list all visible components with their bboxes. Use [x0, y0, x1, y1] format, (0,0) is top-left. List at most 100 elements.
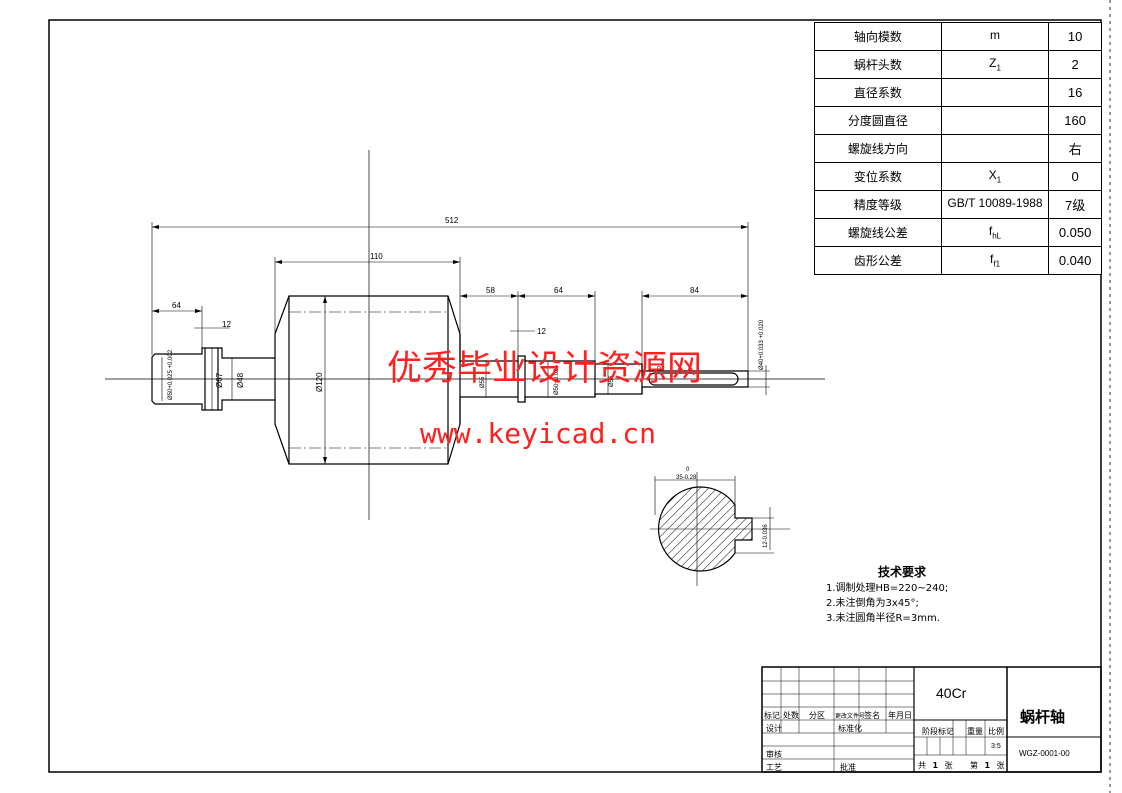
param-symbol: X1: [940, 162, 1050, 191]
technical-requirements: 技术要求 1.调制处理HB=220~240; 2.未注倒角为3x45°; 3.未…: [826, 565, 948, 626]
tb-label-mark: 标记: [764, 711, 780, 720]
param-name: 轴向模数: [814, 22, 942, 51]
param-name: 变位系数: [814, 162, 942, 191]
title-block-lines: [761, 666, 1102, 773]
dim-mid-a: 58: [486, 286, 495, 295]
param-symbol: ff1: [940, 246, 1050, 275]
param-row: 螺旋线方向 右: [814, 134, 1102, 163]
param-value: 右: [1048, 134, 1102, 163]
param-symbol: [940, 106, 1050, 135]
tb-label-approve: 批准: [840, 763, 856, 772]
param-value: 7级: [1048, 190, 1102, 219]
section-view: [650, 472, 790, 586]
dim-left-end: 64: [172, 301, 181, 310]
param-row: 分度圆直径 160: [814, 106, 1102, 135]
watermark-url: www.keyicad.cn: [420, 417, 657, 450]
dim-right-end: 84: [690, 286, 699, 295]
param-row: 精度等级 GB/T 10089-1988 7级: [814, 190, 1102, 219]
param-name: 分度圆直径: [814, 106, 942, 135]
dim-sec-depth: 12-0.036: [763, 524, 769, 548]
dim-d-mid1: Ø55: [480, 376, 486, 388]
param-symbol-sub: hL: [992, 231, 1002, 241]
tech-title: 技术要求: [878, 565, 927, 579]
dim-key-r: R2: [657, 367, 665, 373]
dim-sec-width: 35-0.28: [676, 475, 697, 481]
dim-mid-b: 64: [554, 286, 563, 295]
param-value: 16: [1048, 78, 1102, 107]
param-row: 直径系数 16: [814, 78, 1102, 107]
param-symbol: [940, 134, 1050, 163]
param-row: 轴向模数 m 10: [814, 22, 1102, 51]
param-name: 直径系数: [814, 78, 942, 107]
dim-overall: 512: [445, 216, 459, 225]
dim-sec-top: 0: [686, 467, 690, 473]
param-name: 螺旋线方向: [814, 134, 942, 163]
param-value: 0.050: [1048, 218, 1102, 247]
tb-label-count: 处数: [783, 711, 799, 720]
tb-label-zone: 分区: [809, 711, 825, 720]
material-label: 40Cr: [936, 685, 967, 701]
tech-line: 2.未注倒角为3x45°;: [826, 598, 919, 609]
param-symbol: GB/T 10089-1988: [940, 190, 1050, 219]
param-symbol-text: X: [988, 168, 997, 183]
tb-label-doc: 更改文件号: [835, 713, 866, 720]
param-name: 蜗杆头数: [814, 50, 942, 79]
param-name: 精度等级: [814, 190, 942, 219]
param-symbol-sub: f1: [993, 259, 1001, 269]
param-value: 160: [1048, 106, 1102, 135]
param-symbol: [940, 78, 1050, 107]
dim-d-48: Ø48: [236, 372, 245, 388]
param-value: 0: [1048, 162, 1102, 191]
param-symbol: fhL: [940, 218, 1050, 247]
drawing-number: WGZ-0001-00: [1019, 749, 1070, 758]
param-value: 0.040: [1048, 246, 1102, 275]
scale-value: 3:5: [991, 743, 1001, 750]
tech-line: 1.调制处理HB=220~240;: [826, 583, 949, 594]
dimension-arrows: [152, 225, 748, 464]
tb-label-ratio: 比例: [988, 727, 1004, 736]
dim-d-body: Ø120: [315, 372, 324, 392]
tech-line: 3.未注圆角半径R=3mm.: [826, 613, 940, 624]
param-symbol: m: [940, 22, 1050, 51]
param-symbol-sub: 1: [996, 63, 1001, 73]
tb-label-review: 审核: [766, 750, 782, 759]
dim-d-right: Ø40+0.033 +0.020: [759, 319, 765, 370]
param-symbol-text: m: [990, 28, 1001, 43]
param-value: 10: [1048, 22, 1102, 51]
tb-label-std: 标准化: [838, 724, 862, 733]
dim-d-67: Ø67: [215, 372, 224, 388]
dim-d-mid2: Ø50+0.025: [554, 364, 560, 395]
tb-sheet-index: 第 1 张: [970, 761, 1005, 770]
dim-mid-collar: 12: [537, 327, 546, 336]
param-symbol: Z1: [940, 50, 1050, 79]
dim-body: 110: [370, 252, 383, 261]
tb-label-date: 年月日: [888, 711, 912, 720]
tb-label-design: 设计: [766, 724, 782, 733]
drawing-frame: [48, 19, 1102, 773]
dim-left-collar: 12: [222, 320, 231, 329]
part-name: 蜗杆轴: [1020, 708, 1066, 726]
param-symbol-text: f: [990, 252, 994, 267]
tb-sheet-count: 共 1 张: [918, 761, 953, 770]
param-name: 齿形公差: [814, 246, 942, 275]
dim-d-left: Ø50+0.025 +0.002: [168, 349, 174, 400]
param-symbol-text: f: [988, 224, 993, 239]
dimension-lines: [151, 222, 770, 464]
dim-d-mid3: Ø56: [609, 375, 615, 387]
param-symbol-text: Z: [989, 56, 997, 71]
tb-label-stage: 阶段标记: [922, 727, 954, 736]
param-symbol-text: GB/T 10089-1988: [947, 196, 1043, 211]
param-name: 螺旋线公差: [814, 218, 942, 247]
tb-label-sign: 签名: [864, 711, 880, 720]
tb-label-process: 工艺: [766, 763, 782, 772]
param-symbol-sub: 1: [996, 175, 1002, 185]
tb-label-weight: 重量: [967, 727, 983, 736]
watermark-text: 优秀毕业设计资源网: [387, 349, 703, 389]
param-value: 2: [1048, 50, 1102, 79]
